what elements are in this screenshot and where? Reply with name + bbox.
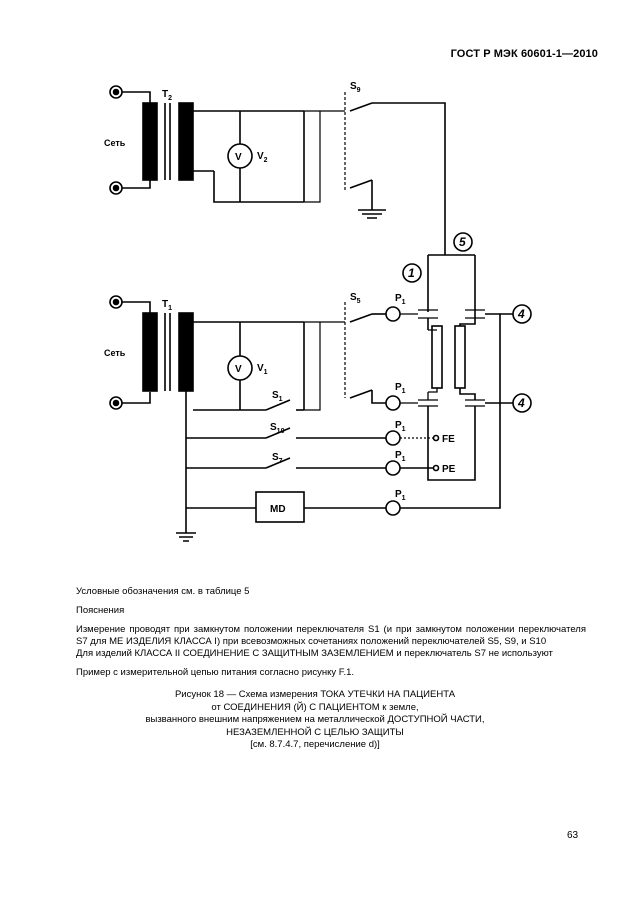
explanation-2: Для изделий КЛАССА II СОЕДИНЕНИЕ С ЗАЩИТ… — [76, 648, 553, 659]
example-note: Пример с измерительной цепью питания сог… — [76, 667, 355, 678]
transformer-t2-primary — [142, 102, 158, 181]
caption-line-4: НЕЗАЗЕМЛЕННОЙ С ЦЕЛЬЮ ЗАЩИТЫ — [226, 726, 404, 738]
pe-label: PE — [442, 464, 456, 475]
measuring-device-md — [255, 491, 305, 523]
voltmeter-v2 — [227, 143, 253, 169]
md-label: MD — [270, 504, 286, 515]
circle-4-bottom-label: 4 — [517, 396, 525, 410]
v2-label: V2 — [257, 151, 268, 164]
terminal-p1-3 — [385, 430, 401, 446]
figure-notes: Условные обозначения см. в таблице 5 Поя… — [76, 586, 586, 679]
mains-label-bottom: Сеть — [104, 348, 126, 358]
transformer-t1-secondary — [178, 312, 194, 392]
circuit-diagram: Сеть Сеть T2 T1 V V2 V V1 S9 S5 S1 S10 S… — [104, 81, 532, 542]
v2-symbol: V — [235, 152, 242, 163]
p1-label-1: P1 — [395, 293, 406, 306]
circle-1-label: 1 — [408, 266, 415, 280]
s5-label: S5 — [350, 292, 361, 305]
resistor-left — [431, 325, 443, 389]
t1-label: T1 — [162, 299, 172, 312]
circle-marker-5 — [453, 232, 473, 252]
terminal-p1-5 — [385, 500, 401, 516]
legend-reference: Условные обозначения см. в таблице 5 — [76, 586, 250, 597]
p1-label-3: P1 — [395, 420, 406, 433]
transformer-t2-secondary — [178, 102, 194, 181]
p1-label-4: P1 — [395, 450, 406, 463]
caption-line-5: [см. 8.7.4.7, перечисление d)] — [250, 739, 380, 750]
mains-label-top: Сеть — [104, 138, 126, 148]
s1-label: S1 — [272, 390, 283, 403]
v1-symbol: V — [235, 364, 242, 375]
t2-label: T2 — [162, 89, 172, 102]
explanations-title: Пояснения — [76, 605, 125, 616]
transformer-t1-primary — [142, 312, 158, 392]
v1-label: V1 — [257, 363, 268, 376]
terminal-p1-4 — [385, 460, 401, 476]
fe-label: FE — [442, 434, 455, 445]
caption-line-3: вызванного внешним напряжением на металл… — [145, 714, 485, 725]
p1-label-2: P1 — [395, 382, 406, 395]
terminal-p1-1 — [385, 306, 401, 322]
circle-4-top-label: 4 — [517, 307, 525, 321]
caption-line-2: от СОЕДИНЕНИЯ (Й) С ПАЦИЕНТОМ к земле, — [211, 701, 419, 713]
page-number: 63 — [567, 830, 579, 841]
caption-line-1: Рисунок 18 — Схема измерения ТОКА УТЕЧКИ… — [174, 689, 456, 700]
s7-label: S7 — [272, 452, 283, 465]
s9-label: S9 — [350, 81, 361, 94]
figure-caption: Рисунок 18 — Схема измерения ТОКА УТЕЧКИ… — [80, 689, 550, 752]
explanation-1: Измерение проводят при замкнутом положен… — [76, 624, 586, 647]
circle-5-label: 5 — [459, 235, 466, 249]
p1-label-5: P1 — [395, 489, 406, 502]
terminal-p1-2 — [385, 395, 401, 411]
circle-marker-1 — [402, 263, 422, 283]
document-header: ГОСТ Р МЭК 60601-1—2010 — [450, 48, 598, 60]
s10-label: S10 — [270, 422, 285, 435]
resistor-right — [454, 325, 466, 389]
voltmeter-v1 — [227, 355, 253, 381]
